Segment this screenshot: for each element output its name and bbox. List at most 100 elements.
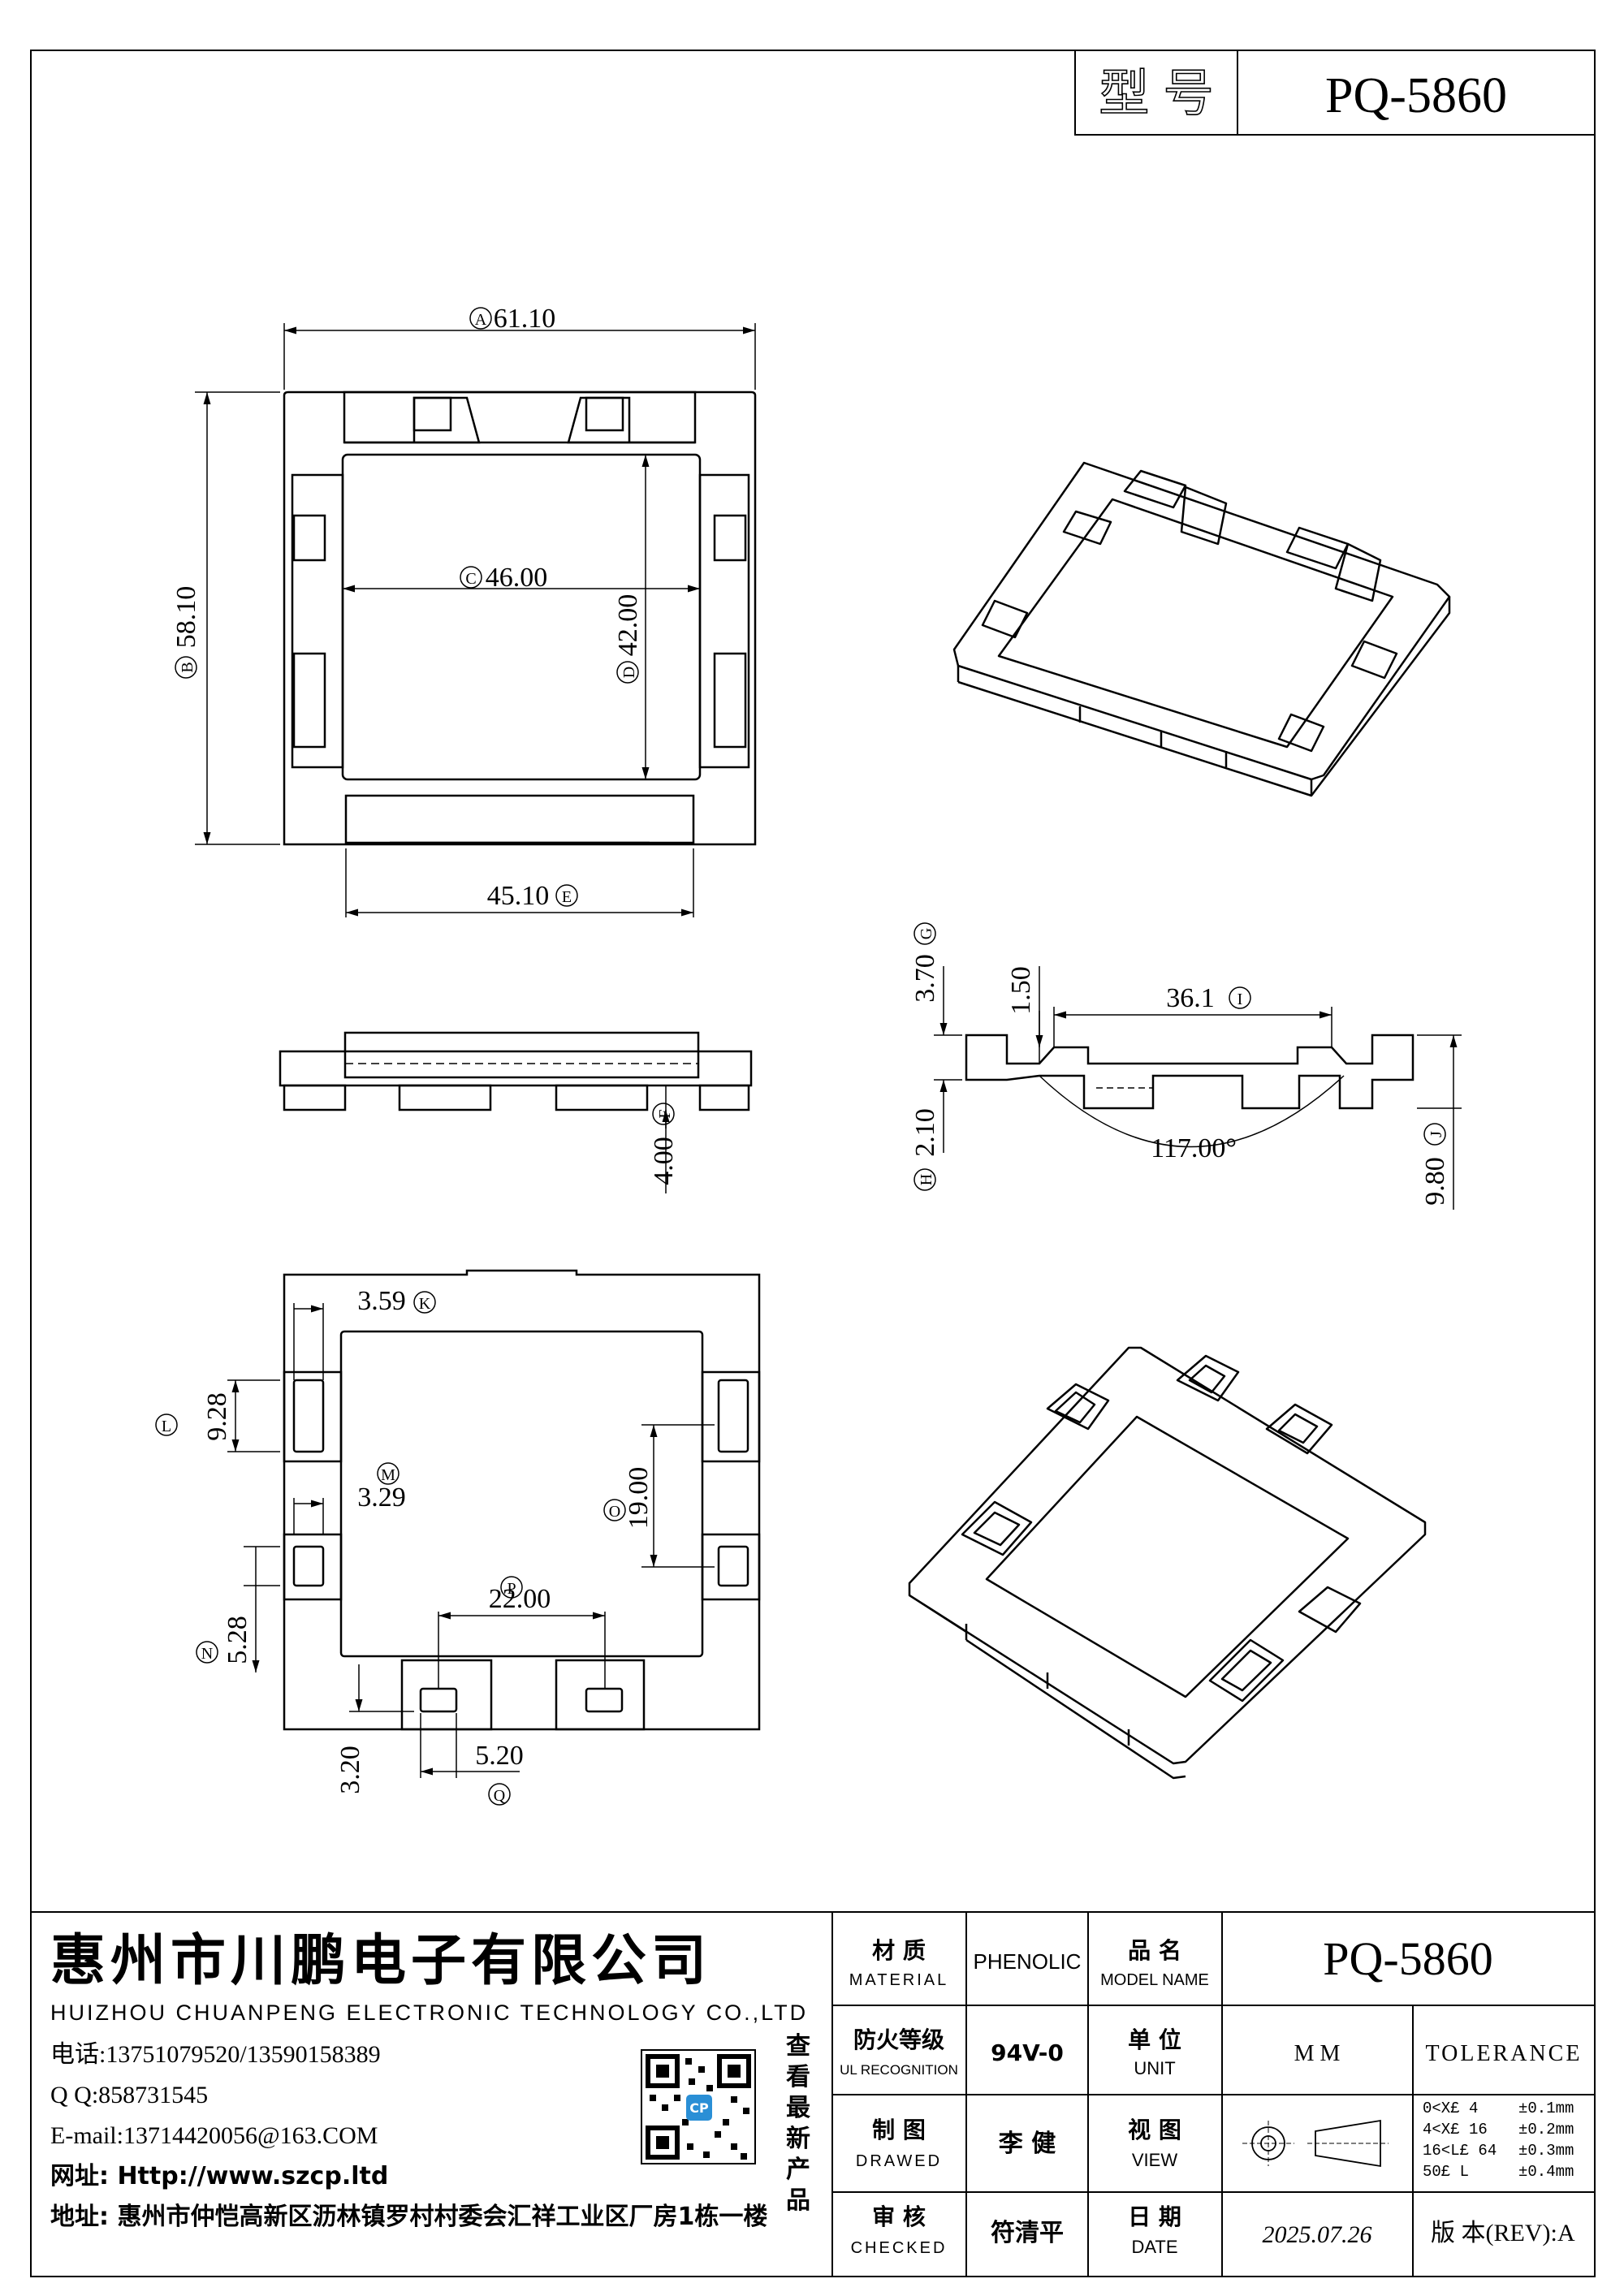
dim-letter-J: J xyxy=(1427,1131,1445,1137)
dim-value-Q: 5.20 xyxy=(475,1741,524,1771)
isometric-view-bottom xyxy=(908,1346,1427,1780)
dim-value-C: 46.00 xyxy=(486,563,548,593)
side-view-dimensions xyxy=(934,966,1462,1210)
dim-letter-Q: Q xyxy=(494,1787,506,1805)
dim-marker-C xyxy=(460,566,482,589)
side-view xyxy=(965,1034,1415,1148)
material-label-cn: 材 质 xyxy=(872,1937,926,1964)
dim-value-N: 5.28 xyxy=(222,1616,253,1664)
dim-value-M: 3.29 xyxy=(357,1482,406,1513)
drawn-value: 李 健 xyxy=(999,2130,1056,2158)
date-label-en: DATE xyxy=(1131,2237,1177,2257)
top-view xyxy=(283,391,757,846)
dim-value-angle: 117.00° xyxy=(1151,1133,1237,1163)
dim-marker-J xyxy=(1423,1123,1446,1146)
dim-marker-O xyxy=(603,1499,626,1521)
dim-letter-F: F xyxy=(656,1109,674,1118)
projection-symbol-icon xyxy=(1242,2119,1389,2168)
dim-letter-L: L xyxy=(162,1418,171,1435)
dim-marker-M xyxy=(377,1462,400,1485)
dim-marker-B xyxy=(175,656,197,679)
checked-label-cn: 审 核 xyxy=(872,2203,926,2230)
title-block xyxy=(31,1911,1595,2277)
rev-label: 版 本(REV): xyxy=(1431,2220,1557,2246)
bottom-view-dimensions xyxy=(227,1303,715,1778)
svg-text:±0.2mm: ±0.2mm xyxy=(1518,2121,1574,2138)
dim-value-O: 19.00 xyxy=(624,1467,654,1530)
view-label-en: VIEW xyxy=(1132,2150,1177,2170)
qr-caption: 查 看 最 新 产 品 xyxy=(786,2032,810,2215)
dim-marker-Q xyxy=(488,1783,511,1806)
ul-label-cn: 防火等级 xyxy=(853,2026,944,2053)
view-label-cn: 视 图 xyxy=(1128,2117,1181,2143)
checked-label-en: CHECKED xyxy=(851,2239,948,2257)
checked-value: 符清平 xyxy=(991,2219,1064,2247)
dim-marker-A xyxy=(469,307,492,330)
dim-value-G: 3.70 xyxy=(910,954,940,1003)
company-address: 地址: 惠州市仲恺高新区沥林镇罗村村委会汇祥工业区厂房1栋一楼 xyxy=(50,2203,767,2231)
dim-value-E: 45.10 xyxy=(487,881,550,911)
dim-marker-H xyxy=(914,1168,936,1191)
dim-letter-M: M xyxy=(381,1466,395,1484)
dim-letter-G: G xyxy=(918,928,935,939)
svg-text:产: 产 xyxy=(786,2156,810,2184)
svg-text:4<X£ 16: 4<X£ 16 xyxy=(1423,2121,1488,2138)
title-block-cells: 材 质 MATERIAL PHENOLIC 品 名 MODEL NAME PQ-… xyxy=(840,1932,1583,2257)
company-email: E-mail:13714420056@163.COM xyxy=(50,2122,378,2149)
date-label-cn: 日 期 xyxy=(1128,2203,1181,2230)
drawing-border xyxy=(30,50,1596,2277)
svg-text:16<L£ 64: 16<L£ 64 xyxy=(1423,2142,1497,2160)
company-website: 网址: Http://www.szcp.ltd xyxy=(50,2162,388,2190)
svg-text:新: 新 xyxy=(786,2125,810,2153)
qr-code[interactable]: CP xyxy=(641,2049,756,2164)
dim-letter-H: H xyxy=(918,1174,935,1185)
dim-letter-I: I xyxy=(1237,990,1243,1008)
dim-letter-K: K xyxy=(419,1295,431,1313)
svg-text:0<X£ 4: 0<X£ 4 xyxy=(1423,2100,1478,2117)
svg-text:50£ L: 50£ L xyxy=(1423,2163,1469,2181)
dim-value-F: 4.00 xyxy=(649,1137,679,1185)
dim-value-H: 2.10 xyxy=(910,1108,940,1157)
rev-cell: 版 本(REV): A xyxy=(1431,2220,1575,2246)
dim-marker-P xyxy=(500,1576,523,1599)
svg-text:±0.3mm: ±0.3mm xyxy=(1518,2142,1574,2160)
isometric-view-top xyxy=(952,461,1451,797)
dim-marker-K xyxy=(413,1291,436,1314)
company-name-en: HUIZHOU CHUANPENG ELECTRONIC TECHNOLOGY … xyxy=(50,2000,808,2025)
dim-value-K: 3.59 xyxy=(357,1286,406,1316)
dim-marker-I xyxy=(1229,986,1251,1009)
svg-text:±0.4mm: ±0.4mm xyxy=(1518,2163,1574,2181)
front-view xyxy=(279,1031,753,1111)
company-phone: 电话:13751079520/13590158389 xyxy=(50,2041,381,2068)
model-label-cn: 品 名 xyxy=(1128,1937,1181,1964)
dim-letter-E: E xyxy=(562,888,572,906)
material-label-en: MATERIAL xyxy=(849,1971,949,1989)
dimension-labels: A 61.10 B 58.10 C 46.00 D 42.00 45.10 E … xyxy=(155,304,1450,1806)
bottom-view xyxy=(283,1269,761,1731)
qr-logo-text: CP xyxy=(689,2100,709,2116)
unit-value: M M xyxy=(1294,2041,1341,2066)
drawn-label-cn: 制 图 xyxy=(872,2117,926,2143)
dim-letter-D: D xyxy=(620,667,638,678)
header-model: PQ-5860 xyxy=(1325,68,1507,123)
dim-letter-C: C xyxy=(465,570,476,588)
dim-marker-N xyxy=(196,1641,218,1664)
header-box: 型 号 PQ-5860 xyxy=(1074,50,1596,136)
header-label: 型 号 xyxy=(1099,66,1213,122)
rev-value: A xyxy=(1557,2220,1575,2246)
dim-marker-E xyxy=(555,884,578,907)
tolerance-label: TOLERANCE xyxy=(1426,2041,1583,2066)
top-view-dimensions xyxy=(195,323,756,917)
svg-text:最: 最 xyxy=(786,2094,810,2122)
svg-text:±0.1mm: ±0.1mm xyxy=(1518,2100,1574,2117)
dim-value-J: 9.80 xyxy=(1420,1157,1450,1206)
dim-letter-N: N xyxy=(201,1645,213,1663)
dim-marker-D xyxy=(616,661,639,684)
unit-label-en: UNIT xyxy=(1134,2058,1175,2078)
dim-marker-L xyxy=(155,1413,178,1436)
dim-value-A: 61.10 xyxy=(494,304,556,334)
model-value: PQ-5860 xyxy=(1323,1932,1492,1985)
dim-marker-G xyxy=(914,922,936,945)
drawn-label-en: DRAWED xyxy=(856,2152,942,2170)
ul-label-en: UL RECOGNITION xyxy=(840,2062,958,2078)
